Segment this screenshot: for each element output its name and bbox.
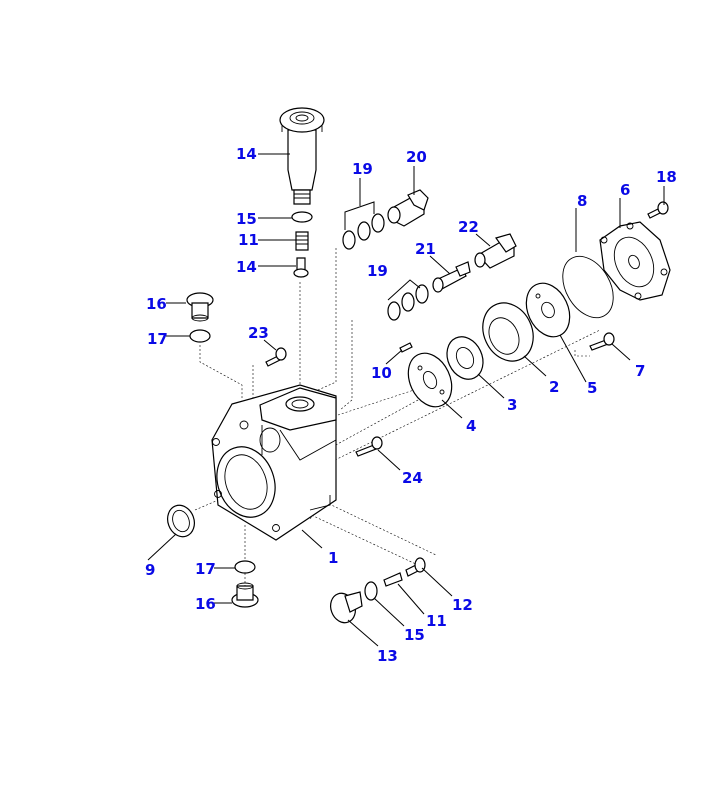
- leader-lines: [147, 153, 665, 647]
- callout-13: 13: [377, 647, 398, 665]
- gasket-part: [562, 255, 614, 319]
- bolt-part: [647, 201, 669, 219]
- callout-23: 23: [248, 324, 269, 342]
- primer-pump-part: [279, 107, 325, 205]
- rotor-part: [446, 336, 484, 380]
- cam-ring-part: [482, 302, 534, 362]
- bolt-part: [589, 332, 615, 351]
- callout-21: 21: [415, 240, 436, 258]
- washer-part: [234, 560, 256, 574]
- ring-set-lower: [387, 279, 429, 321]
- plug-part: [231, 582, 259, 608]
- o-ring-part: [364, 581, 378, 601]
- cover-part: [599, 221, 671, 301]
- washer-part: [189, 329, 211, 343]
- callout-12: 12: [452, 596, 473, 614]
- bolt-part: [355, 436, 383, 457]
- callout-10: 10: [371, 364, 392, 382]
- callout-17b: 17: [195, 560, 216, 578]
- shaft-part: [432, 261, 471, 293]
- valve-part: [293, 257, 309, 278]
- callout-16b: 16: [195, 595, 216, 613]
- callout-5: 5: [587, 379, 597, 397]
- callout-14b: 14: [236, 258, 257, 276]
- callout-2: 2: [549, 378, 559, 396]
- bolt-part: [265, 347, 287, 367]
- fitting-part: [474, 233, 517, 269]
- callout-15a: 15: [236, 210, 257, 228]
- callout-3: 3: [507, 396, 517, 414]
- plate-part: [407, 352, 453, 408]
- plug-part: [330, 591, 363, 624]
- callout-1: 1: [328, 549, 338, 567]
- spring-part: [383, 572, 403, 587]
- callout-19a: 19: [352, 160, 373, 178]
- housing-part: [211, 384, 337, 541]
- callout-9: 9: [145, 561, 155, 579]
- callout-19b: 19: [367, 262, 388, 280]
- callout-16a: 16: [146, 295, 167, 313]
- callout-8: 8: [577, 192, 587, 210]
- callout-14a: 14: [236, 145, 257, 163]
- fitting-part: [387, 189, 429, 227]
- callout-22: 22: [458, 218, 479, 236]
- callout-6: 6: [620, 181, 630, 199]
- spring-part: [295, 231, 309, 251]
- valve-part: [405, 557, 426, 577]
- callout-11a: 11: [238, 231, 259, 249]
- callout-4: 4: [466, 417, 476, 435]
- callout-15b: 15: [404, 626, 425, 644]
- plug-part: [186, 292, 214, 322]
- callout-labels: 14 19 20 15 11 14 22 21 8 6 18 16 19 17 …: [145, 145, 677, 665]
- callout-24: 24: [402, 469, 423, 487]
- callout-11b: 11: [426, 612, 447, 630]
- callout-7: 7: [635, 362, 645, 380]
- ring-set-upper: [342, 201, 385, 250]
- callout-18: 18: [656, 168, 677, 186]
- callout-20: 20: [406, 148, 427, 166]
- seal-part: [167, 504, 195, 538]
- callout-17a: 17: [147, 330, 168, 348]
- o-ring-part: [291, 211, 313, 223]
